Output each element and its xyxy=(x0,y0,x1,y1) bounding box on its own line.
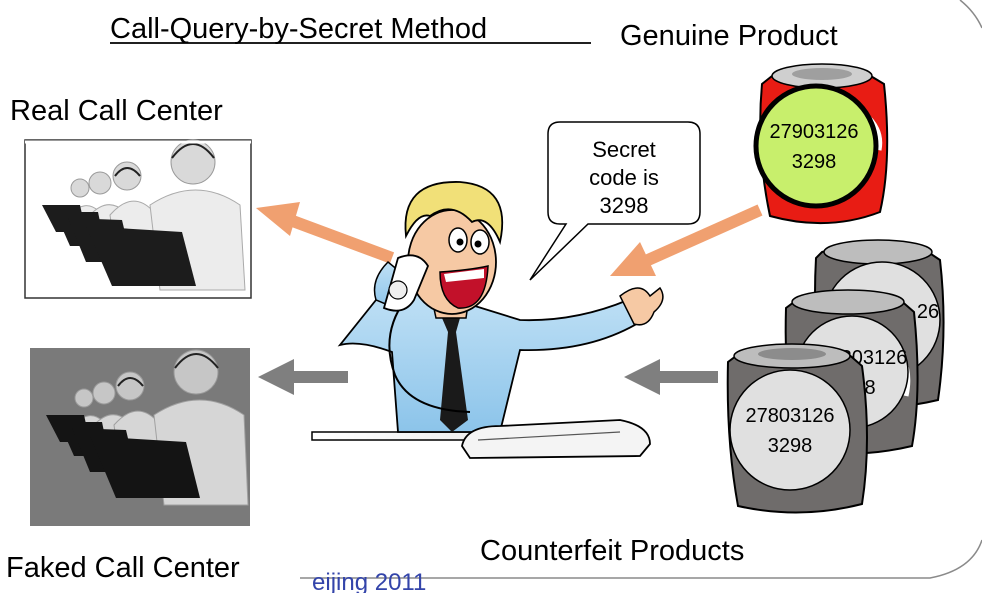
genuine-product-can: 27903126 3298 xyxy=(753,63,889,225)
genuine-code: 3298 xyxy=(792,151,837,173)
bubble-line-1: Secret xyxy=(592,137,656,162)
genuine-serial: 27903126 xyxy=(770,121,859,143)
genuine-product-label: Genuine Product xyxy=(620,20,838,52)
caller-figure xyxy=(311,181,664,459)
speech-bubble: Secret code is 3298 xyxy=(529,121,701,281)
diagram-title: Call-Query-by-Secret Method xyxy=(110,13,487,45)
footer-fragment: Beijing 2011 xyxy=(296,569,426,593)
arrow-to-real-call-center xyxy=(256,202,395,264)
real-call-center-label: Real Call Center xyxy=(10,95,223,127)
counterfeit-middle-code: 8 xyxy=(864,377,875,399)
arrow-from-counterfeit-products xyxy=(624,359,718,395)
faked-call-center-label: Faked Call Center xyxy=(6,552,240,584)
counterfeit-can-front: 27803126 3298 xyxy=(726,343,868,514)
real-call-center-image xyxy=(24,139,252,299)
slide-frame xyxy=(300,0,982,579)
counterfeit-back-serial: 26 xyxy=(917,301,939,323)
bubble-line-3: 3298 xyxy=(600,193,649,218)
bubble-line-2: code is xyxy=(589,165,659,190)
counterfeit-products-label: Counterfeit Products xyxy=(480,535,744,567)
counterfeit-front-serial: 27803126 xyxy=(746,405,835,427)
arrow-to-faked-call-center xyxy=(258,359,348,395)
arrow-from-genuine-product xyxy=(610,204,763,276)
footer-text-clip: Beijing 2011 xyxy=(296,569,426,593)
counterfeit-front-code: 3298 xyxy=(768,435,813,457)
faked-call-center-image xyxy=(30,348,250,526)
